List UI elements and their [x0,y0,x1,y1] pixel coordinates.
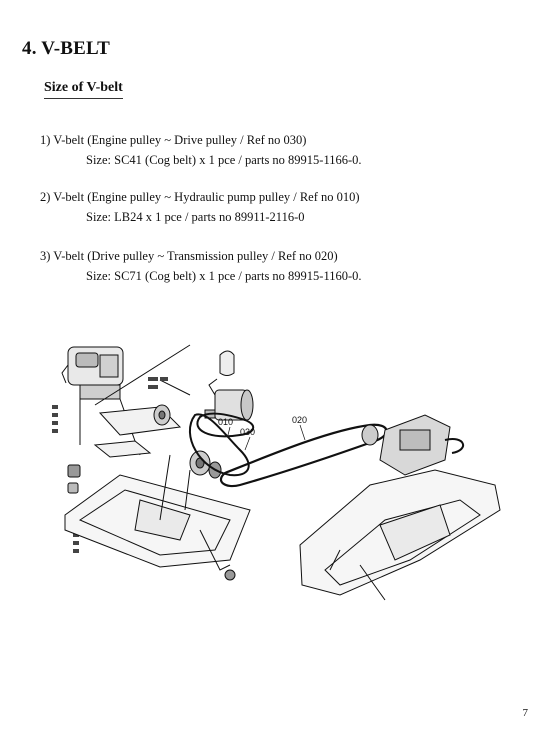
callout-020: 020 [292,415,307,425]
belt-item-2: 2) V-belt (Engine pulley ~ Hydraulic pum… [40,187,360,227]
page-title: 4. V-BELT [22,38,111,59]
belt-item-description: 2) V-belt (Engine pulley ~ Hydraulic pum… [40,190,360,204]
engine-illustration [61,346,124,400]
frame-right-illustration [299,469,501,596]
belt-item-size: Size: LB24 x 1 pce / parts no 89911-2116… [86,210,305,224]
callout-010: 010 [218,417,233,427]
transmission-illustration [361,414,464,476]
section-subtitle: Size of V-belt [44,80,123,99]
belt-item-description: 3) V-belt (Drive pulley ~ Transmission p… [40,249,338,263]
page-number: 7 [522,707,529,719]
belt-item-1: 1) V-belt (Engine pulley ~ Drive pulley … [40,130,362,170]
v-belt-exploded-diagram: 010 030 020 [52,344,501,601]
callout-030: 030 [240,427,255,437]
belt-item-description: 1) V-belt (Engine pulley ~ Drive pulley … [40,133,307,147]
belt-item-size: Size: SC41 (Cog belt) x 1 pce / parts no… [86,153,362,167]
frame-left-illustration [64,474,251,581]
belt-item-3: 3) V-belt (Drive pulley ~ Transmission p… [40,246,362,286]
belt-item-size: Size: SC71 (Cog belt) x 1 pce / parts no… [86,269,362,283]
